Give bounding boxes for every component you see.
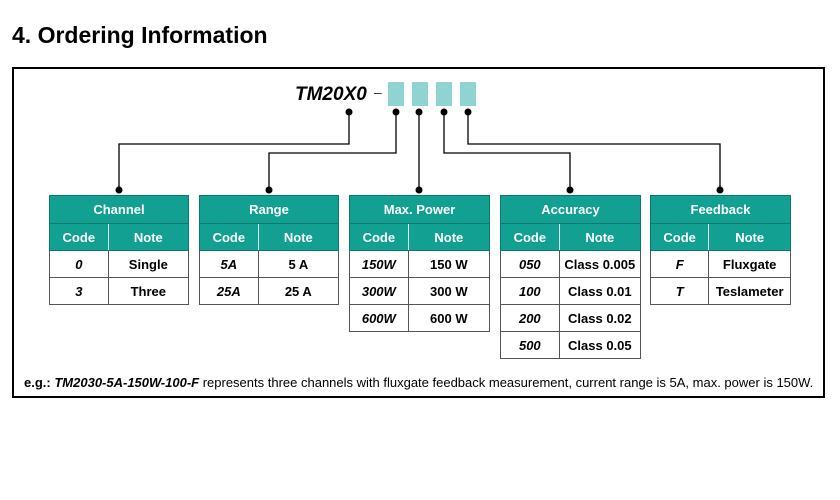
code-cell: 200 (500, 304, 560, 332)
table-row: 25A 25 A (199, 277, 340, 305)
channel-table: Channel Code Note 0 Single 3 Three (49, 195, 190, 305)
code-cell: 300W (349, 277, 409, 305)
code-cell: 150W (349, 250, 409, 278)
code-slot-power (412, 82, 428, 106)
connector-dot (115, 186, 123, 194)
connector-dot (392, 108, 400, 116)
table-title: Accuracy (500, 195, 641, 224)
table-title: Range (199, 195, 339, 224)
column-header-code: Code (199, 223, 259, 251)
table-row: 100 Class 0.01 (500, 277, 642, 305)
table-row: 300W 300 W (349, 277, 491, 305)
table-row: 500 Class 0.05 (500, 331, 642, 359)
code-slot-feedback (460, 82, 476, 106)
connector-accuracy (443, 112, 571, 190)
column-header-code: Code (49, 223, 109, 251)
note-cell: Class 0.05 (558, 331, 642, 359)
model-prefix: TM20X0 (295, 84, 367, 105)
connector-dot (415, 186, 423, 194)
column-header-code: Code (500, 223, 560, 251)
code-slot-accuracy (436, 82, 452, 106)
column-header-note: Note (257, 223, 340, 251)
note-cell: 150 W (407, 250, 491, 278)
range-table: Range Code Note 5A 5 A 25A 25 A (199, 195, 340, 305)
code-cell: T (649, 277, 710, 305)
connector-dot (464, 108, 472, 116)
note-cell: 25 A (257, 277, 340, 305)
connector-channel (118, 112, 350, 190)
table-row: F Fluxgate (649, 250, 791, 278)
code-cell: F (649, 250, 710, 278)
ordering-diagram-frame (12, 67, 825, 398)
connector-range (268, 112, 397, 190)
column-header-code: Code (649, 223, 710, 251)
code-cell: 100 (500, 277, 560, 305)
code-cell: 050 (500, 250, 560, 278)
note-cell: 600 W (407, 304, 491, 332)
code-cell: 3 (49, 277, 109, 305)
note-cell: Class 0.005 (558, 250, 642, 278)
example-prefix: e.g.: (24, 375, 51, 390)
code-cell: 5A (199, 250, 259, 278)
example-note: e.g.: TM2030-5A-150W-100-F represents th… (24, 375, 813, 390)
example-description: represents three channels with fluxgate … (199, 375, 814, 390)
code-cell: 25A (199, 277, 259, 305)
note-cell: Teslameter (708, 277, 791, 305)
code-cell: 0 (49, 250, 109, 278)
connector-dot (566, 186, 574, 194)
feedback-table: Feedback Code Note F Fluxgate T Teslamet… (649, 195, 791, 305)
note-cell: Single (107, 250, 190, 278)
table-row: 050 Class 0.005 (500, 250, 642, 278)
max-power-table: Max. Power Code Note 150W 150 W 300W 300… (349, 195, 491, 332)
accuracy-table: Accuracy Code Note 050 Class 0.005 100 C… (500, 195, 642, 359)
table-row: T Teslameter (649, 277, 791, 305)
section-heading: 4. Ordering Information (12, 22, 268, 48)
connector-dot (716, 186, 724, 194)
code-cell: 500 (500, 331, 560, 359)
table-row: 600W 600 W (349, 304, 491, 332)
code-cell: 600W (349, 304, 409, 332)
connector-dot (345, 108, 353, 116)
connector-dot (415, 108, 423, 116)
table-row: 150W 150 W (349, 250, 491, 278)
note-cell: 300 W (407, 277, 491, 305)
column-header-note: Note (708, 223, 791, 251)
table-row: 200 Class 0.02 (500, 304, 642, 332)
note-cell: Fluxgate (708, 250, 791, 278)
note-cell: Three (107, 277, 190, 305)
column-header-note: Note (407, 223, 491, 251)
note-cell: Class 0.01 (558, 277, 642, 305)
note-cell: Class 0.02 (558, 304, 642, 332)
connector-dot (265, 186, 273, 194)
table-row: 3 Three (49, 277, 190, 305)
note-cell: 5 A (257, 250, 340, 278)
model-dash: – (374, 84, 382, 100)
table-row: 0 Single (49, 250, 190, 278)
connector-dot (440, 108, 448, 116)
table-title: Max. Power (349, 195, 490, 224)
column-header-note: Note (107, 223, 190, 251)
code-slot-range (388, 82, 404, 106)
connector-feedback (467, 112, 721, 190)
column-header-code: Code (349, 223, 409, 251)
column-header-note: Note (558, 223, 642, 251)
table-title: Channel (49, 195, 189, 224)
example-part-number: TM2030-5A-150W-100-F (54, 375, 200, 390)
table-row: 5A 5 A (199, 250, 340, 278)
table-title: Feedback (650, 195, 791, 224)
